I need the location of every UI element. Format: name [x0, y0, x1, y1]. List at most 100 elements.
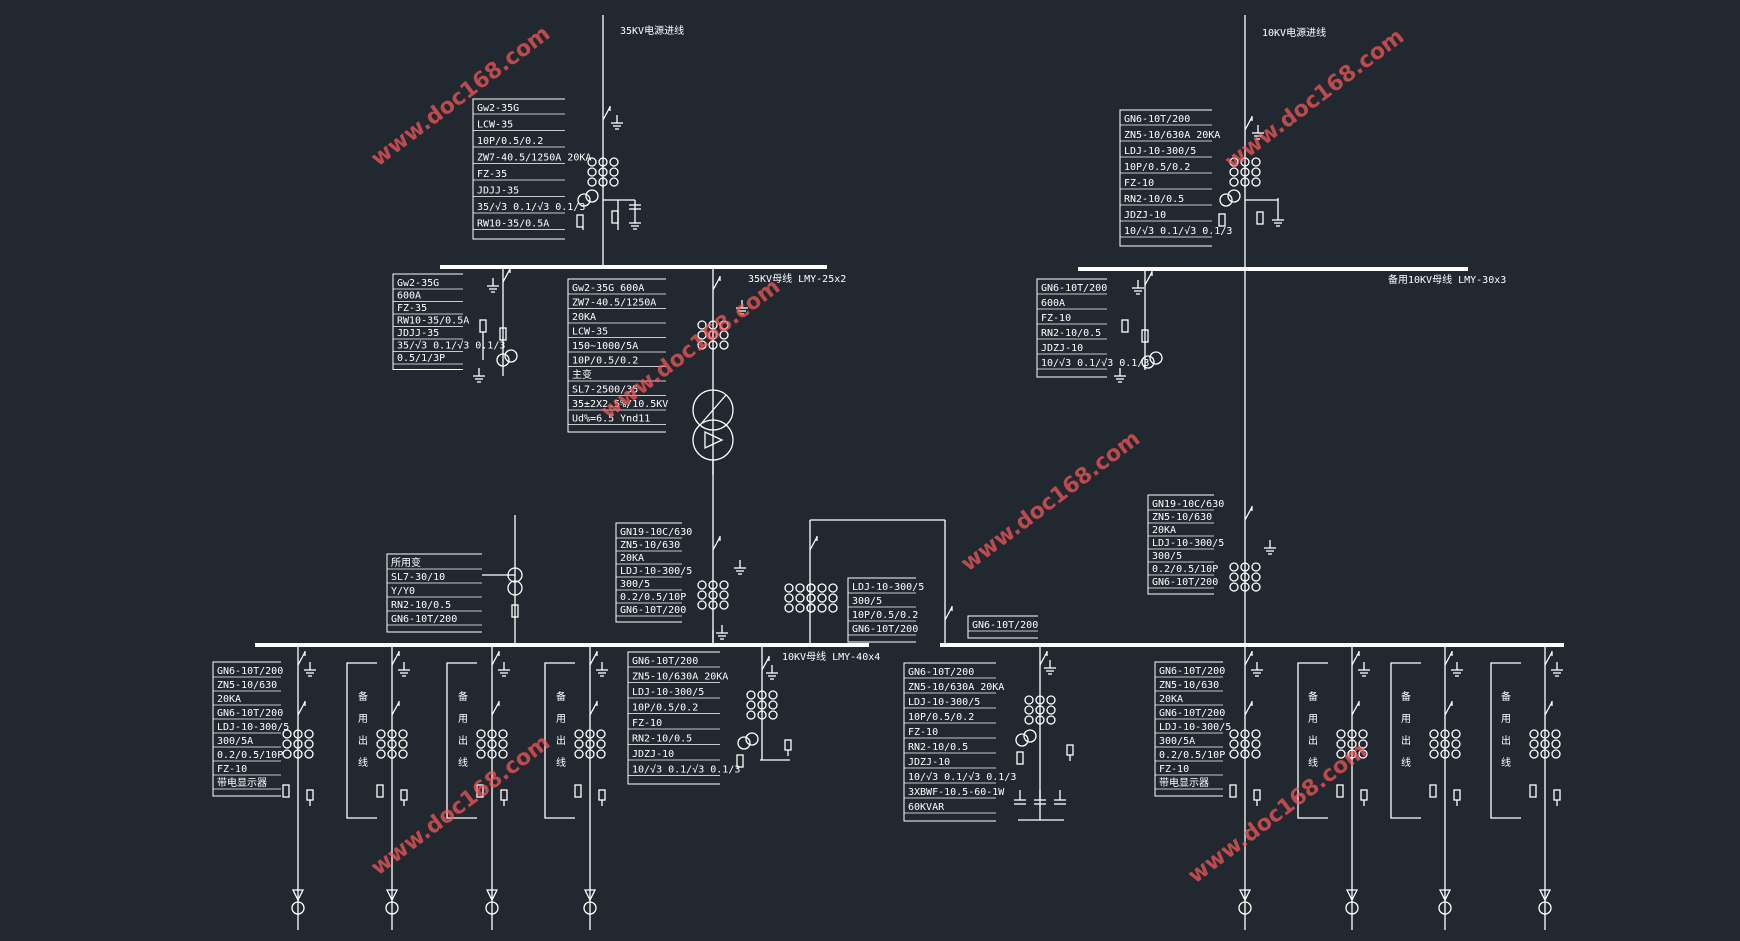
table-line: LDJ-10-300/5 — [632, 687, 704, 698]
ct-symbol — [596, 749, 606, 759]
ct-symbol — [719, 590, 729, 600]
bus-10kv-main-label: 10KV母线 LMY-40x4 — [782, 650, 880, 663]
switch-symbol — [1544, 701, 1553, 716]
feeder-tag-char: 备 — [1501, 690, 1511, 703]
switch-symbol — [944, 606, 953, 621]
cable-end-symbol — [485, 901, 499, 915]
ct-symbol — [757, 710, 767, 720]
ct-symbol — [1229, 157, 1239, 167]
feeder-tag-char: 线 — [1308, 756, 1318, 769]
ct-symbol — [1240, 749, 1250, 759]
feeder-tag-char: 备 — [556, 690, 566, 703]
ct-symbol — [828, 593, 838, 603]
ct-symbol — [1440, 739, 1450, 749]
fuse-symbol — [479, 319, 487, 333]
switch-symbol — [491, 651, 500, 666]
ct-symbol — [817, 583, 827, 593]
transformer-arrow — [699, 394, 727, 426]
table-line: JDZJ-10 — [1124, 210, 1166, 221]
switch-symbol — [1144, 271, 1153, 286]
table-line: 300/5 — [852, 596, 882, 607]
switch-symbol — [297, 651, 306, 666]
table-line: ZN5-10/630 — [1159, 680, 1219, 691]
ct-symbol — [1240, 739, 1250, 749]
pt-symbol — [1015, 733, 1029, 747]
table-incR: GN19-10C/630ZN5-10/63020KALDJ-10-300/530… — [1147, 494, 1224, 595]
table-line: GN6-10T/200 — [852, 624, 918, 635]
table-line: LDJ-10-300/5 — [1124, 146, 1196, 157]
table-line: JDZJ-10 — [908, 757, 950, 768]
aux-transformer-winding — [507, 580, 523, 596]
pt-symbol — [496, 353, 510, 367]
ct-symbol — [1336, 729, 1346, 739]
ct-symbol — [1540, 729, 1550, 739]
switch-symbol — [1244, 116, 1253, 131]
switch-symbol — [712, 536, 721, 551]
cable-head-symbol — [583, 889, 597, 902]
ct-symbol — [1540, 749, 1550, 759]
switch-symbol — [602, 106, 611, 121]
fuse-symbol — [1141, 329, 1149, 343]
ct-symbol — [596, 729, 606, 739]
ct-symbol — [487, 749, 497, 759]
table-line: ZN5-10/630A 20KA — [1124, 130, 1220, 141]
feeder-tag-char: 出 — [1308, 734, 1318, 747]
ct-symbol — [398, 749, 408, 759]
fuse-symbol — [1336, 784, 1344, 798]
table-line: Ud%=6.5 Ynd11 — [572, 414, 650, 425]
ct-symbol — [282, 729, 292, 739]
table-line: GN6-10T/200 — [1152, 577, 1218, 588]
table-line: GN6-10T/200 — [632, 656, 698, 667]
table-line: GN6-10T/200 — [1124, 114, 1190, 125]
ct-symbol — [376, 739, 386, 749]
table-line: 3XBWF-10.5-60-1W — [908, 787, 1005, 798]
feeder-tag-char: 出 — [1401, 734, 1411, 747]
ct-symbol — [587, 177, 597, 187]
watermark-2: www.doc168.com — [1221, 24, 1409, 175]
cable-head-symbol — [1345, 889, 1359, 902]
table-frame — [567, 278, 666, 433]
switch-symbol — [502, 268, 511, 283]
ct-symbol — [768, 690, 778, 700]
table-line: 300/5A — [1159, 736, 1195, 747]
ct-symbol — [1336, 739, 1346, 749]
cable-head-symbol — [291, 889, 305, 902]
feeder-tag-char: 用 — [358, 714, 368, 725]
ct-symbol — [1229, 729, 1239, 739]
table-line: RN2-10/0.5 — [632, 734, 692, 745]
table-line: JDJJ-35 — [477, 186, 519, 197]
table-line: ZW7-40.5/1250A — [572, 298, 656, 309]
pt-symbol — [577, 193, 591, 207]
ct-symbol — [498, 749, 508, 759]
ct-symbol — [585, 739, 595, 749]
table-frame — [1119, 109, 1212, 247]
ct-symbol — [1347, 729, 1357, 739]
arrester-symbol — [1066, 744, 1074, 756]
ct-symbol — [1251, 749, 1261, 759]
incoming-10kv-label: 10KV电源进线 — [1262, 26, 1326, 39]
ct-symbol — [1451, 739, 1461, 749]
table-frame — [386, 553, 482, 633]
ct-symbol — [476, 729, 486, 739]
table-line: 150~1000/5A — [572, 341, 638, 352]
cable-end-symbol — [583, 901, 597, 915]
table-line: 600A — [1041, 298, 1065, 309]
cable-head-symbol — [1538, 889, 1552, 902]
table-line: 20KA — [1152, 525, 1176, 536]
table-line: FZ-10 — [1041, 313, 1071, 324]
ct-symbol — [1229, 177, 1239, 187]
ct-symbol — [768, 710, 778, 720]
arrester-symbol — [1553, 789, 1561, 801]
ct-symbol — [1240, 572, 1250, 582]
cable-end-symbol — [1438, 901, 1452, 915]
table-line: GN6-10T/200 — [908, 667, 974, 678]
ct-symbol — [1229, 167, 1239, 177]
switch-symbol — [589, 651, 598, 666]
fuse-symbol — [576, 214, 584, 228]
feeder-tag-char: 用 — [458, 714, 468, 725]
arrester-symbol — [598, 789, 606, 801]
